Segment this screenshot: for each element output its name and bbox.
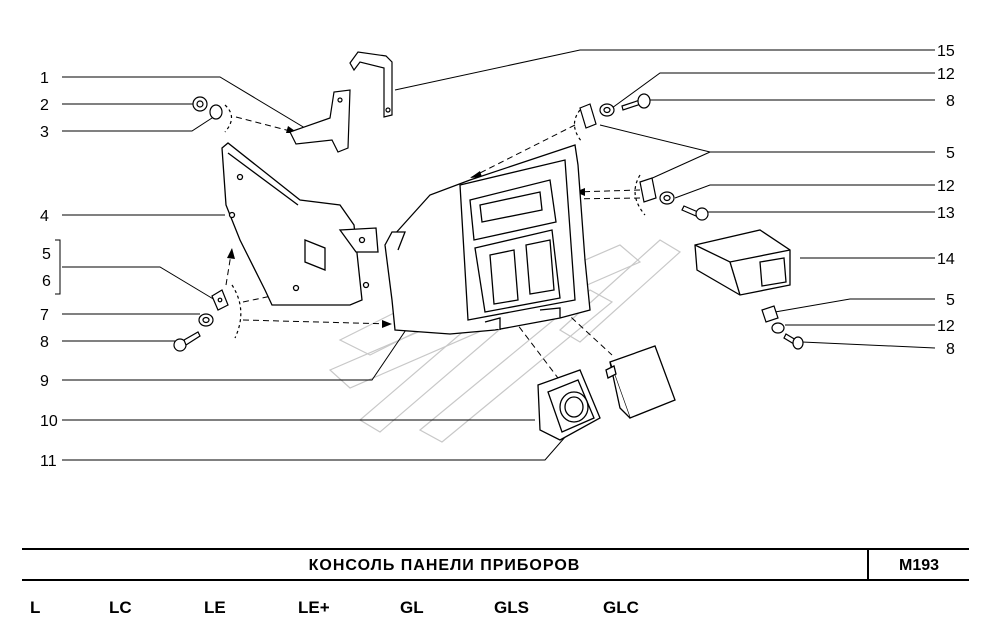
bracket-marks [224, 104, 646, 339]
callout-14: 14 [937, 251, 955, 268]
callout-10: 10 [40, 413, 58, 430]
variant-gl: GL [400, 598, 424, 617]
callout-5-lower: 5 [946, 292, 955, 309]
callout-9: 9 [40, 373, 49, 390]
variant-gls: GLS [494, 598, 529, 617]
callout-11: 11 [40, 453, 57, 470]
part-4-side-panel [221, 142, 379, 306]
part-10-switch [537, 369, 601, 441]
part-1-bracket [289, 89, 351, 153]
callout-4: 4 [40, 208, 49, 225]
callout-5-mid: 5 [946, 145, 955, 162]
callout-7: 7 [40, 307, 49, 324]
callout-6: 6 [42, 273, 51, 290]
callout-12-lower: 12 [937, 318, 955, 335]
part-8-screw-left [173, 331, 201, 352]
callout-1: 1 [40, 70, 49, 87]
part-12-washer-lower [771, 322, 785, 334]
part-15-bracket [349, 51, 393, 118]
callout-2: 2 [40, 97, 49, 114]
callout-13: 13 [937, 205, 955, 222]
title-divider [867, 550, 869, 579]
callout-12-mid: 12 [937, 178, 955, 195]
part-2-washer [192, 96, 208, 112]
callouts-right: 15 12 8 5 12 13 14 5 12 8 [937, 43, 955, 358]
part-8-screw-lower [783, 333, 804, 350]
callouts-left: 1 2 3 4 5 6 7 8 9 10 11 [40, 70, 58, 470]
part-13-screw [681, 205, 709, 221]
part-8-screw-top [621, 93, 651, 111]
main-console [384, 144, 591, 335]
variant-l: L [30, 598, 41, 617]
variant-le-plus: LE+ [298, 598, 330, 617]
diagram-title: КОНСОЛЬ ПАНЕЛИ ПРИБОРОВ [308, 557, 581, 574]
variant-le: LE [204, 598, 226, 617]
variant-lc: LC [109, 598, 132, 617]
exploded-parts-diagram: 1 2 3 4 5 6 7 8 9 10 11 15 12 8 5 12 13 … [40, 43, 955, 470]
callout-5-left: 5 [42, 246, 51, 263]
part-5-clip-mid [639, 177, 657, 203]
bracket-5-6 [55, 239, 61, 295]
part-3-nut [209, 104, 223, 120]
part-5-clip-top [579, 103, 597, 129]
title-bar: КОНСОЛЬ ПАНЕЛИ ПРИБОРОВ M193 [22, 548, 969, 581]
part-14-box [694, 229, 791, 296]
part-12-washer-top [599, 103, 615, 117]
variant-glc: GLC [603, 598, 639, 617]
part-12-washer-mid [659, 191, 675, 205]
callout-12-top: 12 [937, 66, 955, 83]
callout-8-left: 8 [40, 334, 49, 351]
part-11-cover [605, 345, 676, 419]
diagram-code: M193 [898, 557, 940, 574]
callout-15: 15 [937, 43, 955, 60]
part-5-clip-lower [761, 305, 779, 323]
callout-8-top: 8 [946, 93, 955, 110]
part-7-nut-left [198, 313, 214, 327]
part-5-clip-left [211, 289, 229, 311]
callout-8-lower: 8 [946, 341, 955, 358]
callout-3: 3 [40, 124, 49, 141]
